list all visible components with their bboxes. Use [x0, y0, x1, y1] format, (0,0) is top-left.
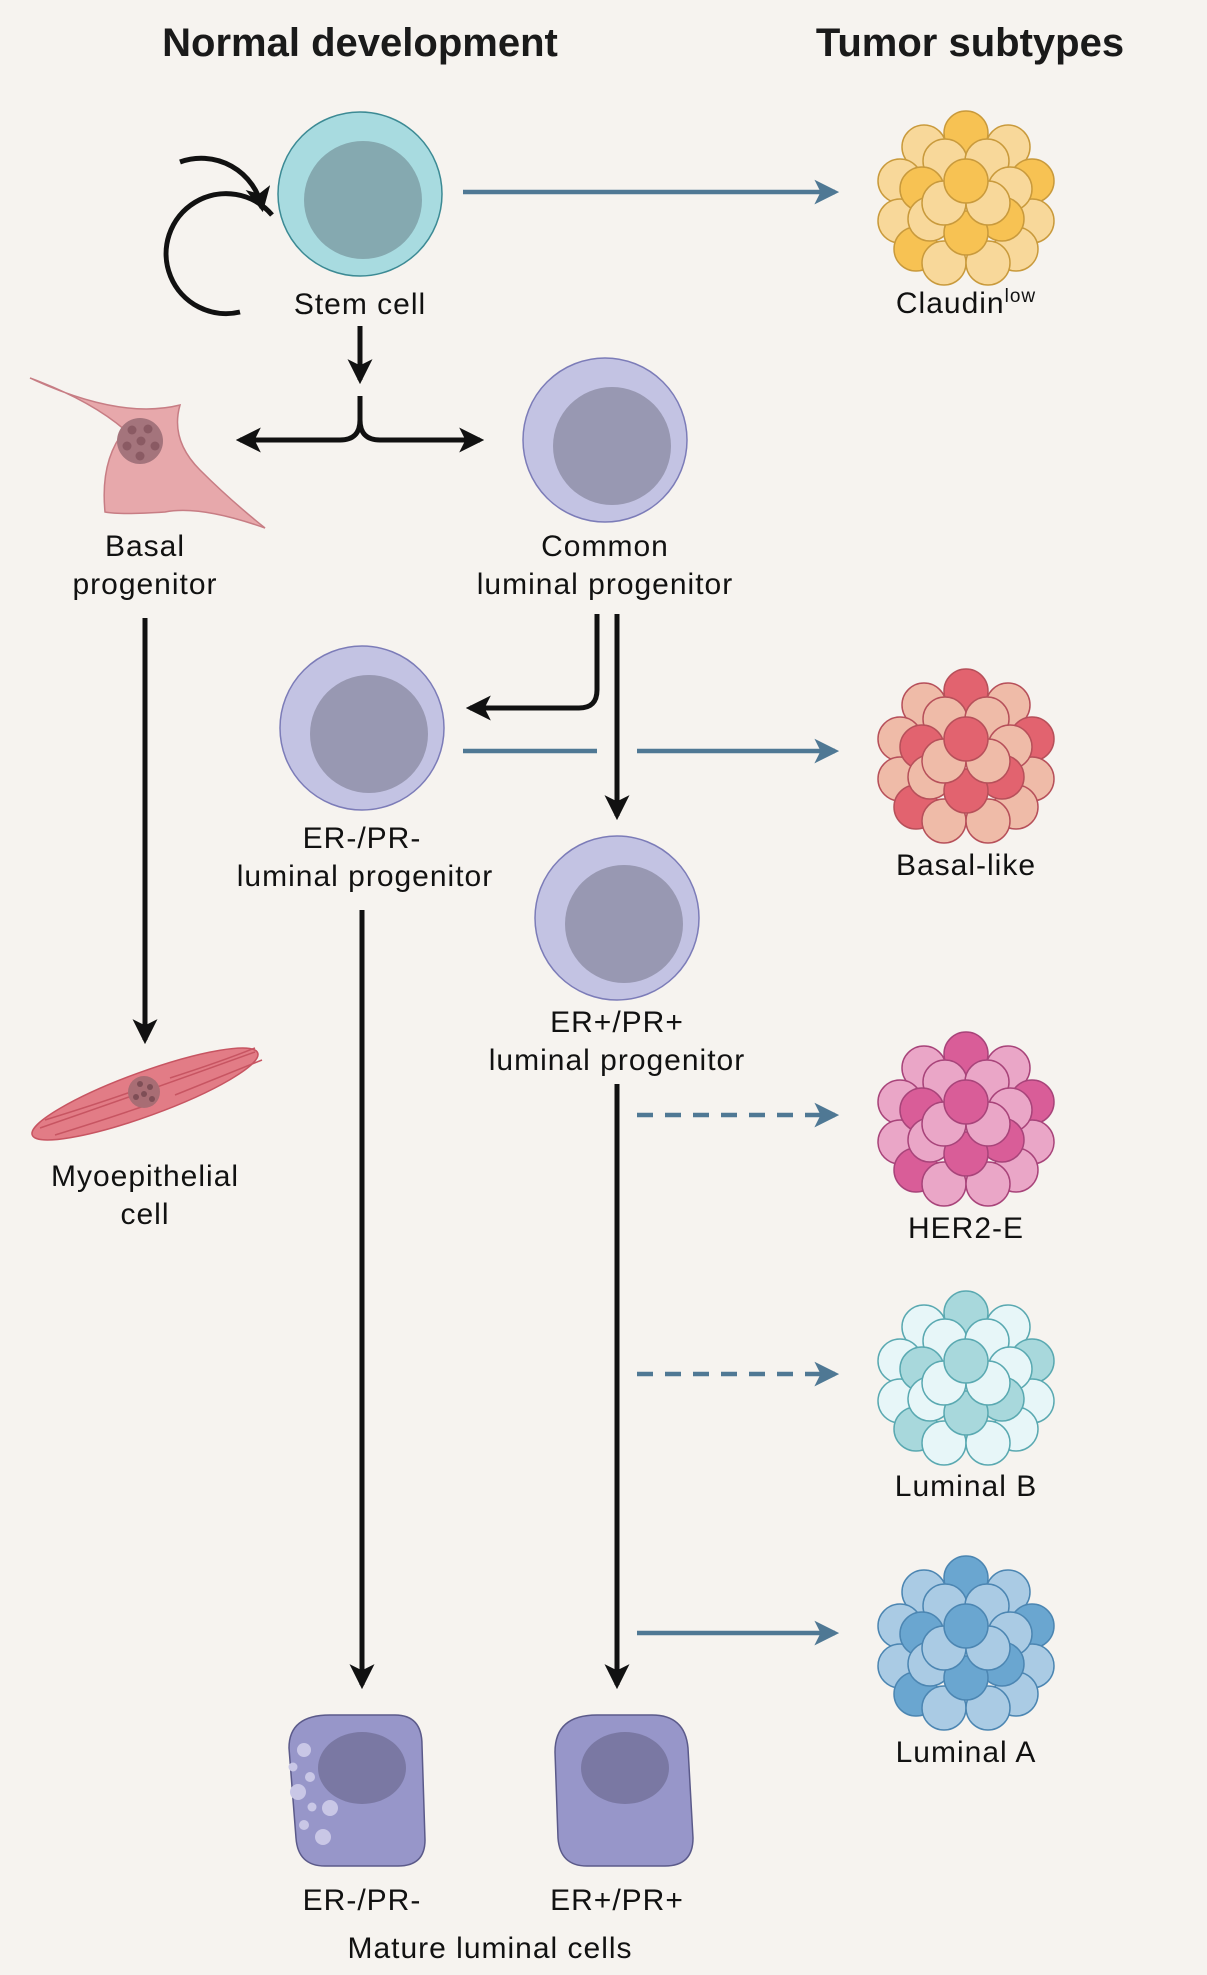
split-arrow-left — [235, 396, 363, 453]
myoepithelial-label-1: Myoepithelial — [51, 1160, 239, 1193]
tumor-cell — [943, 1603, 989, 1649]
claudin-text: Claudin — [896, 287, 1005, 320]
split-arrow-right — [357, 419, 485, 453]
mature-luminal-caption: Mature luminal cells — [347, 1932, 632, 1965]
stem-cell-label: Stem cell — [294, 288, 426, 321]
tumor-luminal-a — [877, 1555, 1055, 1731]
tumor-cell — [943, 1338, 989, 1384]
basal-progenitor-cell — [29, 377, 266, 529]
mature-er-neg-label: ER-/PR- — [303, 1884, 422, 1917]
mature-er-pos-cell — [554, 1714, 694, 1867]
header-normal-development: Normal development — [162, 21, 558, 65]
claudin-superscript: low — [1005, 286, 1037, 307]
tumor-label-luminal-b: Luminal B — [895, 1470, 1037, 1503]
tumor-her2-e — [877, 1031, 1055, 1207]
common-luminal-label-1: Common — [541, 530, 669, 563]
stem-cell — [277, 111, 443, 277]
common-luminal-progenitor-cell — [522, 357, 688, 523]
mature-er-pos-nucleus — [581, 1732, 669, 1804]
header-tumor-subtypes: Tumor subtypes — [816, 21, 1124, 65]
tumor-luminal-b — [877, 1290, 1055, 1466]
tumor-label-luminal-a: Luminal A — [896, 1736, 1037, 1769]
basal-progenitor-label-1: Basal — [105, 530, 185, 563]
er-pos-luminal-progenitor-cell — [534, 835, 700, 1001]
er-neg-luminal-progenitor-cell — [279, 645, 445, 811]
mature-er-neg-nucleus — [318, 1732, 406, 1804]
self-renewal-arc — [163, 191, 274, 317]
mature-er-pos-label: ER+/PR+ — [550, 1884, 684, 1917]
mature-er-neg-cell — [288, 1714, 426, 1867]
arrow-to-er-neg-progenitor — [465, 614, 600, 721]
basal-progenitor-label-2: progenitor — [72, 568, 217, 601]
tumor-label-basal-like: Basal-like — [896, 849, 1036, 882]
er-pos-progenitor-label-1: ER+/PR+ — [550, 1006, 684, 1039]
common-luminal-nucleus — [553, 387, 671, 505]
common-luminal-label-2: luminal progenitor — [477, 568, 733, 601]
basal-nucleus-granules — [122, 424, 160, 461]
er-pos-progenitor-nucleus — [565, 865, 683, 983]
er-pos-progenitor-label-2: luminal progenitor — [489, 1044, 745, 1077]
tumor-cell — [943, 158, 989, 204]
er-neg-progenitor-label-1: ER-/PR- — [303, 822, 422, 855]
er-neg-progenitor-label-2: luminal progenitor — [237, 860, 493, 893]
myoepithelial-label-2: cell — [120, 1198, 169, 1231]
tumor-label-claudin: Claudinlow — [896, 286, 1036, 320]
tumor-label-her2-e: HER2-E — [908, 1212, 1024, 1245]
tumor-cell — [943, 1079, 989, 1125]
self-renewal-arrow — [179, 155, 271, 213]
stem-cell-nucleus — [304, 141, 422, 259]
tumor-basal-like — [877, 668, 1055, 844]
tumor-cell — [943, 716, 989, 762]
secretory-vesicles — [288, 1743, 338, 1845]
er-neg-progenitor-nucleus — [310, 675, 428, 793]
tumor-claudin-low — [877, 110, 1055, 286]
myoepithelial-cell — [31, 1047, 263, 1141]
